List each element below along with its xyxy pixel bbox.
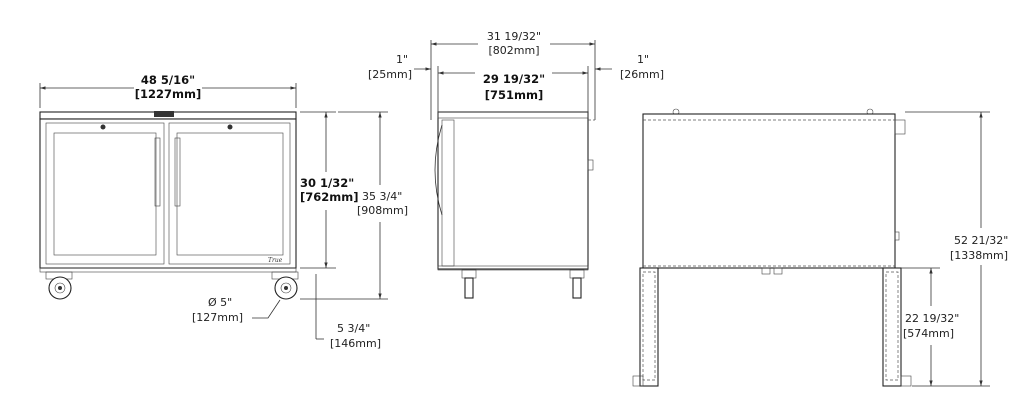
side-caster-rear — [569, 269, 585, 299]
overall-depth-mm: [802mm] — [488, 44, 539, 57]
rear-offset-in: 1" — [637, 53, 649, 66]
side-caster-front — [461, 269, 477, 299]
front-width-in: 48 5/16" — [141, 73, 195, 87]
overall-depth-in: 31 19/32" — [487, 30, 541, 43]
stand-total-height-in: 52 21/32" — [954, 234, 1008, 247]
caster-height-in: 5 3/4" — [337, 322, 370, 335]
leg-height-in: 22 19/32" — [905, 312, 959, 325]
rear-offset-mm: [26mm] — [620, 68, 664, 81]
door-lock-icon — [100, 124, 106, 130]
front-right-caster — [271, 271, 299, 300]
door-lock-icon — [227, 124, 233, 130]
front-width-mm: [1227mm] — [135, 87, 201, 101]
brand-logo: True — [268, 257, 283, 264]
front-offset-in: 1" — [396, 53, 408, 66]
front-view: 48 5/16" [1227mm] True — [39, 73, 408, 350]
cabinet-height-mm: [762mm] — [300, 190, 358, 204]
stand-total-height-mm: [1338mm] — [950, 249, 1008, 262]
cabinet-height-in: 30 1/32" — [300, 176, 354, 190]
front-left-caster — [45, 271, 73, 300]
total-height-mm: [908mm] — [357, 204, 408, 217]
total-height-in: 35 3/4" — [362, 190, 402, 203]
caster-diameter-mm: [127mm] — [192, 311, 243, 324]
caster-height-mm: [146mm] — [330, 337, 381, 350]
side-view: 31 19/32" [802mm] 29 19/32" [751mm] 1" [… — [368, 30, 664, 299]
front-offset-mm: [25mm] — [368, 68, 412, 81]
stand-view: 52 21/32" [1338mm] 22 19/32" [574mm] — [632, 108, 1008, 387]
body-depth-mm: [751mm] — [485, 88, 543, 102]
leg-height-mm: [574mm] — [903, 327, 954, 340]
caster-diameter-in: Ø 5" — [208, 296, 232, 309]
controller-display — [154, 111, 174, 117]
body-depth-in: 29 19/32" — [483, 72, 545, 86]
